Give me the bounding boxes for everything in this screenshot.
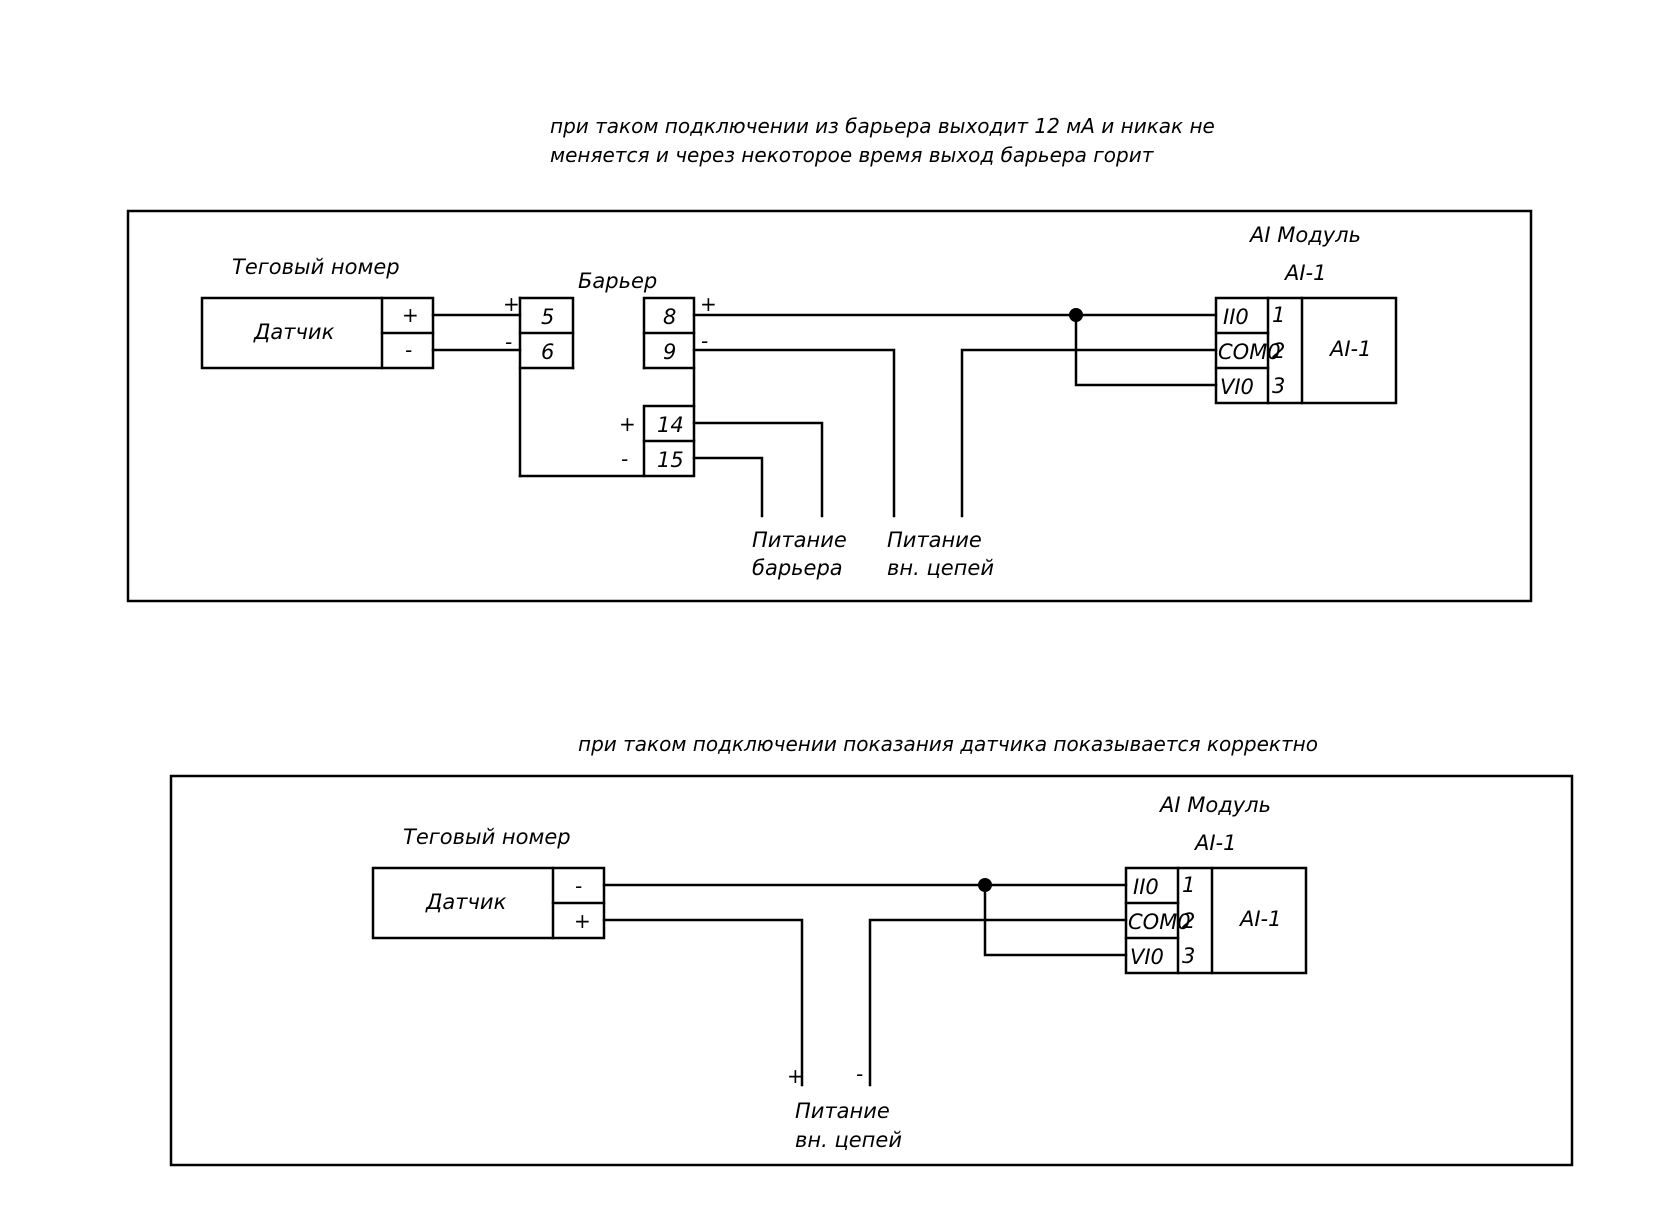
bottom-module-pin-ii0: II0: [1133, 875, 1159, 899]
bottom-ext-power-label-1: Питание: [795, 1099, 890, 1123]
top-junction-dot: [1069, 308, 1083, 322]
bottom-sensor-minus: -: [575, 874, 582, 898]
bottom-power-minus: -: [856, 1062, 863, 1086]
bottom-sensor-block: [371, 866, 606, 940]
top-barrier-pin-8: 8: [663, 305, 676, 329]
bottom-tag-label: Теговый номер: [403, 825, 571, 849]
bottom-module-title-1: AI Модуль: [1158, 793, 1271, 817]
bottom-sensor-label: Датчик: [425, 890, 507, 914]
top-barrier-out-minus: -: [701, 329, 708, 353]
bottom-module-pin-num-3: 3: [1182, 944, 1195, 968]
top-wire-ext-power: [960, 348, 1218, 518]
top-barrier-power-label-1: Питание: [752, 528, 847, 552]
top-wire-barrier-out-minus: [692, 348, 896, 518]
bottom-wire-jumper-ii0-vi0: [983, 883, 1128, 957]
top-sensor-label: Датчик: [253, 320, 335, 344]
top-wire-jumper-ii0-vi0: [1074, 313, 1218, 387]
top-module-body-label: AI-1: [1328, 337, 1372, 361]
bottom-ext-power-label-2: вн. цепей: [795, 1128, 902, 1152]
bottom-module-pin-com0: COM0: [1128, 910, 1191, 934]
top-barrier-power-label-2: барьера: [752, 556, 843, 580]
top-ext-power-label-1: Питание: [887, 528, 982, 552]
top-note-line-2: меняется и через некоторое время выход б…: [550, 143, 1155, 167]
top-wire-barrier-power-plus: [692, 421, 824, 518]
top-sensor-minus: -: [405, 338, 412, 362]
bottom-module-pin-num-2: 2: [1182, 909, 1195, 933]
top-module-pin-num-3: 3: [1272, 374, 1285, 398]
top-sensor-plus: +: [402, 303, 419, 327]
top-barrier-pin-5: 5: [541, 305, 554, 329]
top-barrier-label: Барьер: [578, 269, 657, 293]
top-module-title-1: AI Модуль: [1248, 223, 1361, 247]
top-sensor-block: [200, 296, 435, 370]
bottom-sensor-plus: +: [574, 909, 591, 933]
bottom-module-title-2: AI-1: [1193, 831, 1237, 855]
top-module-pin-com0: COM0: [1218, 340, 1281, 364]
top-barrier-in-minus: -: [505, 330, 512, 354]
top-ext-power-label-2: вн. цепей: [887, 556, 994, 580]
top-barrier-pwr-minus: -: [621, 447, 628, 471]
bottom-wire-ext-power: [868, 918, 1128, 1087]
top-diagram-frame: [126, 209, 1533, 603]
top-module-pin-ii0: II0: [1223, 305, 1249, 329]
top-barrier-in-plus: +: [503, 292, 520, 316]
top-module-pin-num-1: 1: [1272, 303, 1285, 327]
top-barrier-block: [518, 296, 696, 478]
bottom-module-pin-num-1: 1: [1182, 873, 1195, 897]
bottom-ai-module-block: [1124, 866, 1308, 975]
top-wire-barrier-power-minus: [692, 456, 764, 518]
top-module-title-2: AI-1: [1283, 261, 1327, 285]
bottom-module-pin-vi0: VI0: [1130, 945, 1164, 969]
bottom-module-body-label: AI-1: [1238, 907, 1282, 931]
bottom-junction-dot: [978, 878, 992, 892]
top-module-pin-vi0: VI0: [1220, 375, 1254, 399]
bottom-note: при таком подключении показания датчика …: [578, 732, 1318, 756]
bottom-power-plus: +: [787, 1064, 804, 1088]
top-barrier-pin-15: 15: [657, 448, 684, 472]
bottom-wire-sensor-plus: [602, 918, 804, 1087]
top-barrier-out-plus: +: [700, 292, 717, 316]
top-barrier-pwr-plus: +: [619, 412, 636, 436]
top-note-line-1: при таком подключении из барьера выходит…: [550, 114, 1215, 138]
top-barrier-pin-6: 6: [541, 340, 554, 364]
top-tag-label: Теговый номер: [232, 255, 400, 279]
top-barrier-pin-14: 14: [657, 413, 684, 437]
top-ai-module-block: [1214, 296, 1398, 405]
top-module-pin-num-2: 2: [1272, 339, 1285, 363]
bottom-diagram-frame: [169, 774, 1574, 1167]
top-barrier-pin-9: 9: [663, 340, 676, 364]
